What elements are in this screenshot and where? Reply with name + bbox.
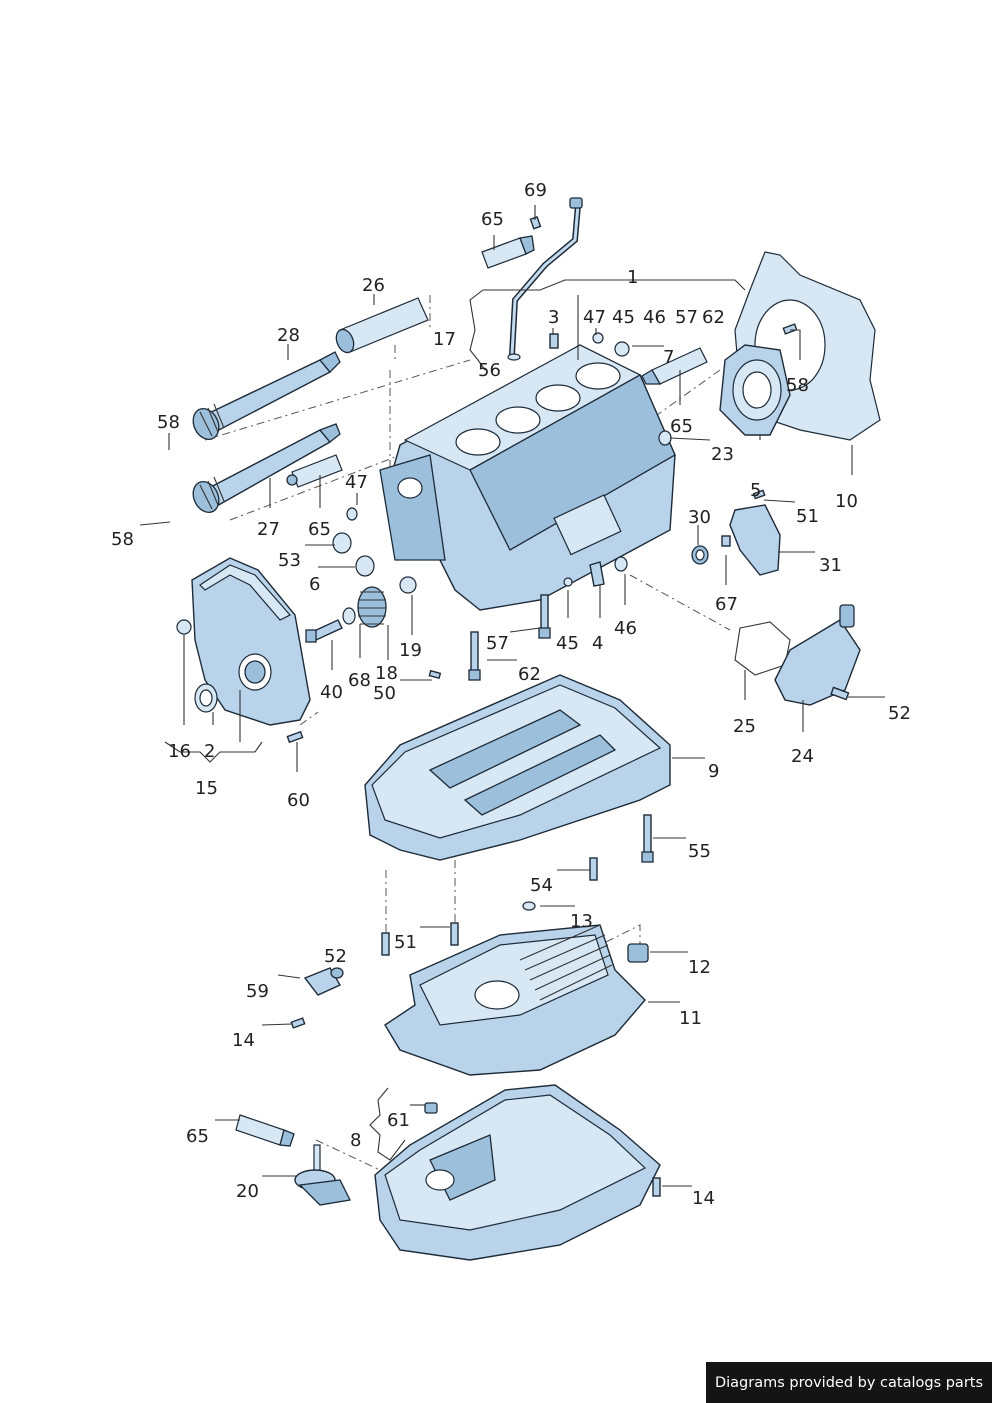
callout-45-lower: 45	[556, 633, 579, 654]
callout-58-bottom: 58	[111, 529, 134, 550]
callout-68: 68	[348, 670, 371, 691]
attribution-banner: Diagrams provided by catalogs parts	[706, 1362, 992, 1403]
shaft-tube-26	[335, 297, 429, 354]
oil-pan-8	[374, 1084, 661, 1261]
bearing-ladder-frame-9	[364, 674, 671, 881]
callout-14-left: 14	[232, 1030, 255, 1051]
callout-65: 65	[481, 209, 504, 230]
callout-20: 20	[236, 1181, 259, 1202]
washer-68	[342, 607, 356, 625]
callout-13: 13	[570, 911, 593, 932]
pump-housing-31	[691, 489, 781, 576]
callout-69: 69	[524, 180, 547, 201]
callout-52-left: 52	[324, 946, 347, 967]
dipstick-assembly	[507, 197, 583, 361]
callout-7: 7	[663, 347, 674, 368]
callout-18: 18	[375, 663, 398, 684]
oil-filter-housing-24	[774, 604, 861, 706]
callout-15: 15	[195, 778, 218, 799]
callout-65-right: 65	[670, 416, 693, 437]
callout-51-left: 51	[394, 932, 417, 953]
callout-47-left: 47	[345, 472, 368, 493]
callout-6: 6	[309, 574, 320, 595]
callout-59: 59	[246, 981, 269, 1002]
balance-shaft-28	[192, 351, 341, 441]
callout-9: 9	[708, 761, 719, 782]
callout-47: 47	[583, 307, 606, 328]
callout-10: 10	[835, 491, 858, 512]
callout-52-right: 52	[888, 703, 911, 724]
callout-labels: 69 65 1 26 28 17 3 47 45 46 57 62 56 7 5…	[111, 180, 911, 1209]
callout-46-lower: 46	[614, 618, 637, 639]
callout-8: 8	[350, 1130, 361, 1151]
callout-50: 50	[373, 683, 396, 704]
cylinder-block	[379, 344, 676, 611]
callout-25: 25	[733, 716, 756, 737]
balance-shaft-27	[192, 423, 341, 514]
callout-27: 27	[257, 519, 280, 540]
callout-51-right: 51	[796, 506, 819, 527]
callout-40: 40	[320, 682, 343, 703]
sealant-tube-top	[481, 235, 535, 269]
gear-19	[357, 576, 417, 628]
callout-57-lower: 57	[486, 633, 509, 654]
oil-baffle-11	[381, 901, 649, 1076]
callout-65-mid: 65	[308, 519, 331, 540]
callout-58-left: 58	[157, 412, 180, 433]
sealant-tube-bottom	[235, 1114, 295, 1147]
callout-23: 23	[711, 444, 734, 465]
bolt-40	[305, 619, 343, 643]
timing-cover	[176, 557, 311, 744]
callout-28: 28	[277, 325, 300, 346]
callout-2: 2	[204, 741, 215, 762]
callout-26: 26	[362, 275, 385, 296]
callout-55: 55	[688, 841, 711, 862]
callout-53: 53	[278, 550, 301, 571]
sensor-59	[290, 967, 344, 1029]
callout-17: 17	[433, 329, 456, 350]
oil-level-sensor-20	[294, 1144, 351, 1206]
callout-46: 46	[643, 307, 666, 328]
attribution-text: Diagrams provided by catalogs parts	[714, 1374, 984, 1391]
small-parts-45-46-47-4-3	[428, 332, 672, 680]
callout-19: 19	[399, 640, 422, 661]
callout-11: 11	[679, 1008, 702, 1029]
seal-rings-6-53	[332, 507, 375, 577]
callout-61: 61	[387, 1110, 410, 1131]
callout-14-right: 14	[692, 1188, 715, 1209]
callout-3: 3	[548, 307, 559, 328]
callout-24: 24	[791, 746, 814, 767]
leader-lines	[139, 205, 885, 1187]
sealant-tube-7	[641, 347, 708, 385]
callout-62-lower: 62	[518, 664, 541, 685]
rear-seal-flange-23	[719, 323, 798, 436]
callout-31: 31	[819, 555, 842, 576]
bolts-57-62	[468, 594, 551, 681]
callout-54: 54	[530, 875, 553, 896]
callout-12: 12	[688, 957, 711, 978]
callout-4: 4	[592, 633, 603, 654]
callout-65-bottom: 65	[186, 1126, 209, 1147]
callout-30: 30	[688, 507, 711, 528]
callout-1: 1	[627, 267, 638, 288]
callout-58-top: 58	[786, 375, 809, 396]
callout-57: 57	[675, 307, 698, 328]
sealant-tube-mid	[286, 454, 343, 488]
callout-67: 67	[715, 594, 738, 615]
callout-16: 16	[168, 741, 191, 762]
callout-62: 62	[702, 307, 725, 328]
callout-60: 60	[287, 790, 310, 811]
callout-56: 56	[478, 360, 501, 381]
callout-45: 45	[612, 307, 635, 328]
callout-5: 5	[750, 480, 761, 501]
